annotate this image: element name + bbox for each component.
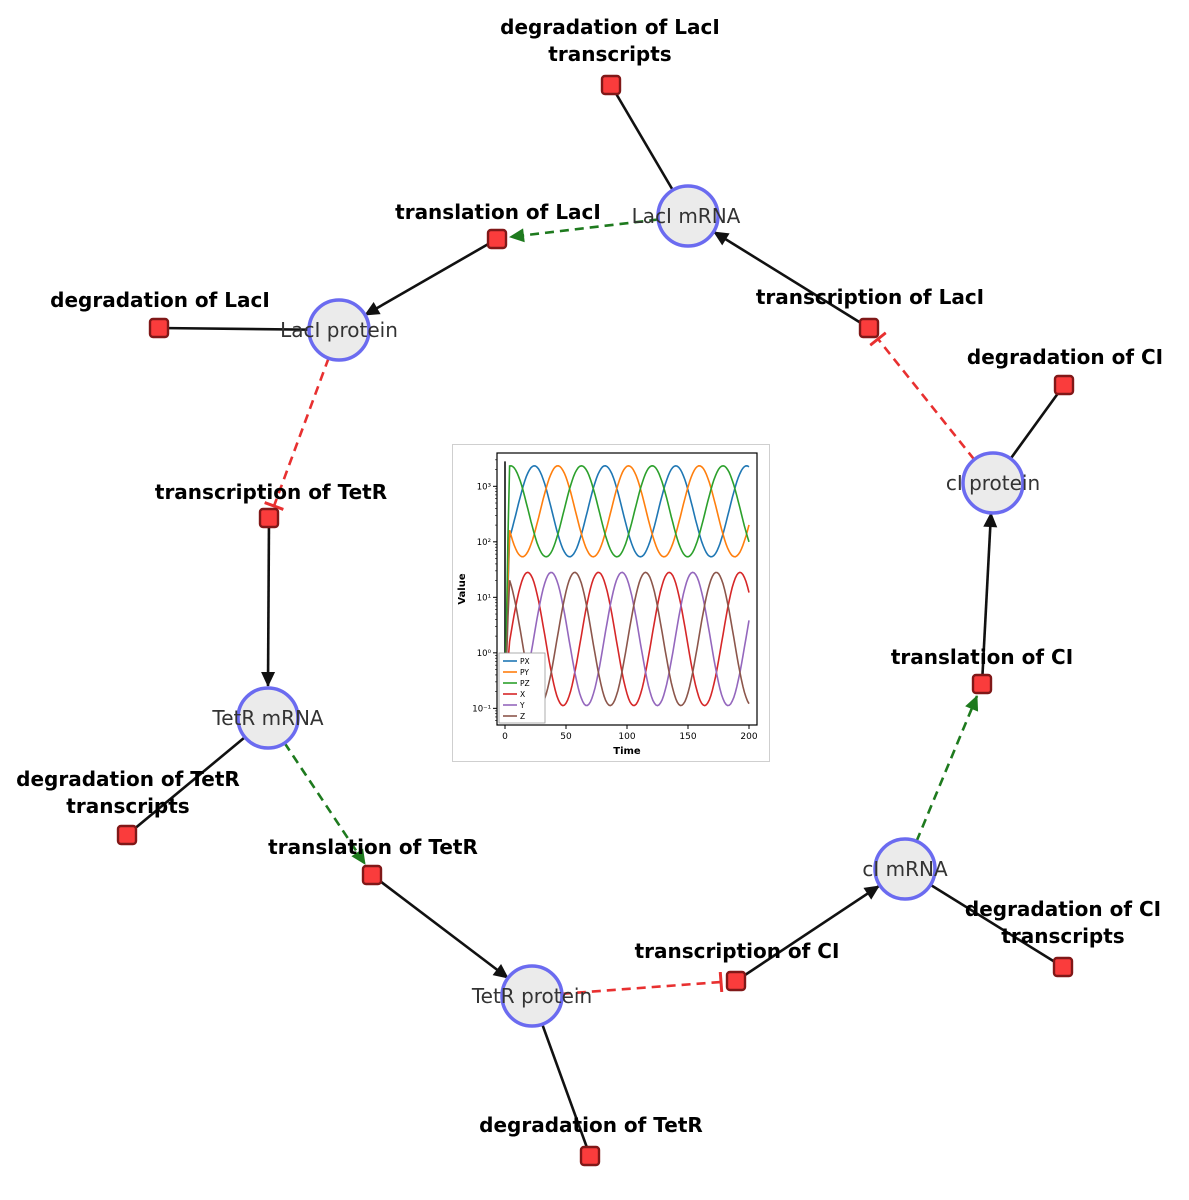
- label-degradation-of-ci-transcripts: degradation of CI transcripts: [964, 897, 1162, 948]
- reaction-node-transcription-of-laci[interactable]: [858, 317, 880, 339]
- edge-production-translation-laci-to-laci-protein: [364, 237, 498, 317]
- reaction-node-degradation-of-laci[interactable]: [148, 317, 170, 339]
- label-degradation-of-ci: degradation of CI: [966, 345, 1164, 369]
- reaction-node-transcription-of-tetr[interactable]: [258, 507, 280, 529]
- x-tick-label: 0: [502, 732, 508, 742]
- label-degradation-of-laci: degradation of LacI: [50, 288, 270, 312]
- x-tick-label: 150: [679, 732, 696, 742]
- y-tick-label: 10¹: [477, 593, 491, 603]
- label-laci-protein: LacI protein: [280, 318, 398, 342]
- edge-production-translation-tetr-to-tetr-protein: [371, 873, 509, 980]
- series-line-PY: [504, 464, 750, 709]
- x-tick-label: 200: [740, 732, 757, 742]
- label-degradation-of-tetr: degradation of TetR: [479, 1113, 703, 1137]
- label-tetr-mrna: TetR mRNA: [212, 706, 324, 730]
- series-line-X: [504, 571, 750, 709]
- label-ci-mrna: cI mRNA: [862, 857, 948, 881]
- y-tick-label: 10⁰: [477, 649, 492, 659]
- legend-label: PZ: [520, 679, 530, 688]
- label-translation-of-tetr: translation of TetR: [268, 835, 478, 859]
- edge-production-translation-ci-to-ci-protein: [980, 512, 998, 685]
- species-node-laci-protein[interactable]: [307, 298, 371, 362]
- species-node-laci-mrna[interactable]: [656, 184, 720, 248]
- legend-label: Y: [519, 701, 525, 710]
- x-tick-label: 100: [618, 732, 635, 742]
- reaction-node-degradation-of-tetr[interactable]: [579, 1145, 601, 1167]
- y-tick-label: 10²: [477, 538, 491, 548]
- y-axis-label: Value: [457, 573, 468, 604]
- label-tetr-protein: TetR protein: [471, 984, 593, 1008]
- legend-box: [498, 652, 546, 724]
- legend-label: PY: [520, 668, 529, 677]
- edge-production-transcription-laci-to-laci-mrna: [713, 230, 870, 330]
- reaction-node-degradation-of-tetr-transcripts[interactable]: [116, 824, 138, 846]
- series-line-Y: [504, 571, 750, 709]
- species-node-tetr-protein[interactable]: [500, 964, 564, 1028]
- x-tick-label: 50: [560, 732, 572, 742]
- reaction-node-degradation-of-ci[interactable]: [1053, 374, 1075, 396]
- reaction-node-degradation-of-ci-transcripts[interactable]: [1052, 956, 1074, 978]
- label-translation-of-ci: translation of CI: [890, 645, 1074, 669]
- edge-production-transcription-ci-to-ci-mrna: [735, 884, 880, 983]
- reaction-node-degradation-of-laci-transcripts[interactable]: [600, 74, 622, 96]
- label-translation-of-laci: translation of LacI: [395, 200, 601, 224]
- label-degradation-of-tetr-transcripts: degradation of TetR transcripts: [16, 767, 240, 818]
- legend-label: Z: [520, 712, 525, 721]
- label-transcription-of-tetr: transcription of TetR: [154, 480, 388, 504]
- reaction-node-translation-of-tetr[interactable]: [361, 864, 383, 886]
- label-laci-mrna: LacI mRNA: [631, 204, 741, 228]
- reaction-node-translation-of-ci[interactable]: [971, 673, 993, 695]
- y-tick-label: 10³: [477, 482, 491, 492]
- edge-production-transcription-tetr-to-tetr-mrna: [261, 517, 276, 687]
- x-axis-label: Time: [613, 746, 641, 757]
- series-line-Z: [504, 571, 750, 709]
- legend-label: X: [520, 690, 525, 699]
- label-ci-protein: cI protein: [945, 471, 1041, 495]
- reaction-node-transcription-of-ci[interactable]: [725, 970, 747, 992]
- series-line-PZ: [504, 464, 750, 709]
- legend-label: PX: [520, 657, 530, 666]
- y-tick-label: 10⁻¹: [472, 704, 491, 714]
- species-node-tetr-mrna[interactable]: [236, 686, 300, 750]
- reaction-node-translation-of-laci[interactable]: [486, 228, 508, 250]
- label-transcription-of-laci: transcription of LacI: [755, 285, 985, 309]
- label-degradation-of-laci-transcripts: degradation of LacI transcripts: [500, 15, 720, 66]
- species-node-ci-protein[interactable]: [961, 451, 1025, 515]
- label-transcription-of-ci: transcription of CI: [634, 939, 840, 963]
- species-node-ci-mrna[interactable]: [873, 837, 937, 901]
